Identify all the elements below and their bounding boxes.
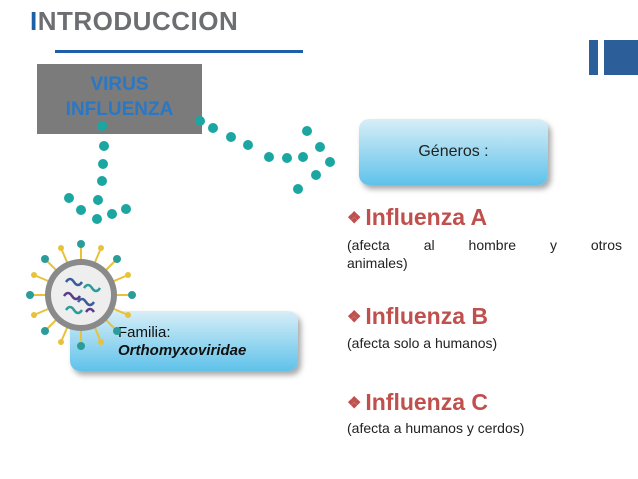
virus-particle-icon xyxy=(26,240,136,350)
diamond-bullet-icon: ❖ xyxy=(347,210,362,227)
title-text: NTRODUCCION xyxy=(37,6,239,36)
generos-label: Géneros : xyxy=(418,143,489,160)
generos-box: Géneros : xyxy=(359,119,548,185)
diamond-bullet-icon: ❖ xyxy=(347,395,362,412)
genre-a-name: Influenza A xyxy=(365,204,488,230)
corner-decoration-block xyxy=(604,40,638,75)
genre-c-name: Influenza C xyxy=(365,389,489,415)
familia-name: Orthomyxoviridae xyxy=(118,342,247,359)
virus-box-line2: INFLUENZA xyxy=(65,99,174,120)
genre-a-desc-line1: (afecta al hombre y otros xyxy=(347,237,622,253)
corner-decoration-bar xyxy=(589,40,598,75)
title-underline xyxy=(55,50,303,53)
title-initial: I xyxy=(30,6,38,36)
genre-influenza-c: ❖Influenza C xyxy=(347,389,488,416)
genre-b-name: Influenza B xyxy=(365,303,489,329)
genre-b-desc: (afecta solo a humanos) xyxy=(347,335,498,351)
familia-label: Familia: xyxy=(118,324,171,341)
page-title: INTRODUCCION xyxy=(30,6,238,37)
genre-a-desc-line2: animales) xyxy=(347,255,408,271)
diamond-bullet-icon: ❖ xyxy=(347,309,362,326)
virus-influenza-box: VIRUS INFLUENZA xyxy=(37,64,202,134)
genre-influenza-b: ❖Influenza B xyxy=(347,303,488,330)
genre-influenza-a: ❖Influenza A xyxy=(347,204,487,231)
genre-c-desc: (afecta a humanos y cerdos) xyxy=(347,420,525,436)
virus-box-line1: VIRUS xyxy=(90,74,149,95)
